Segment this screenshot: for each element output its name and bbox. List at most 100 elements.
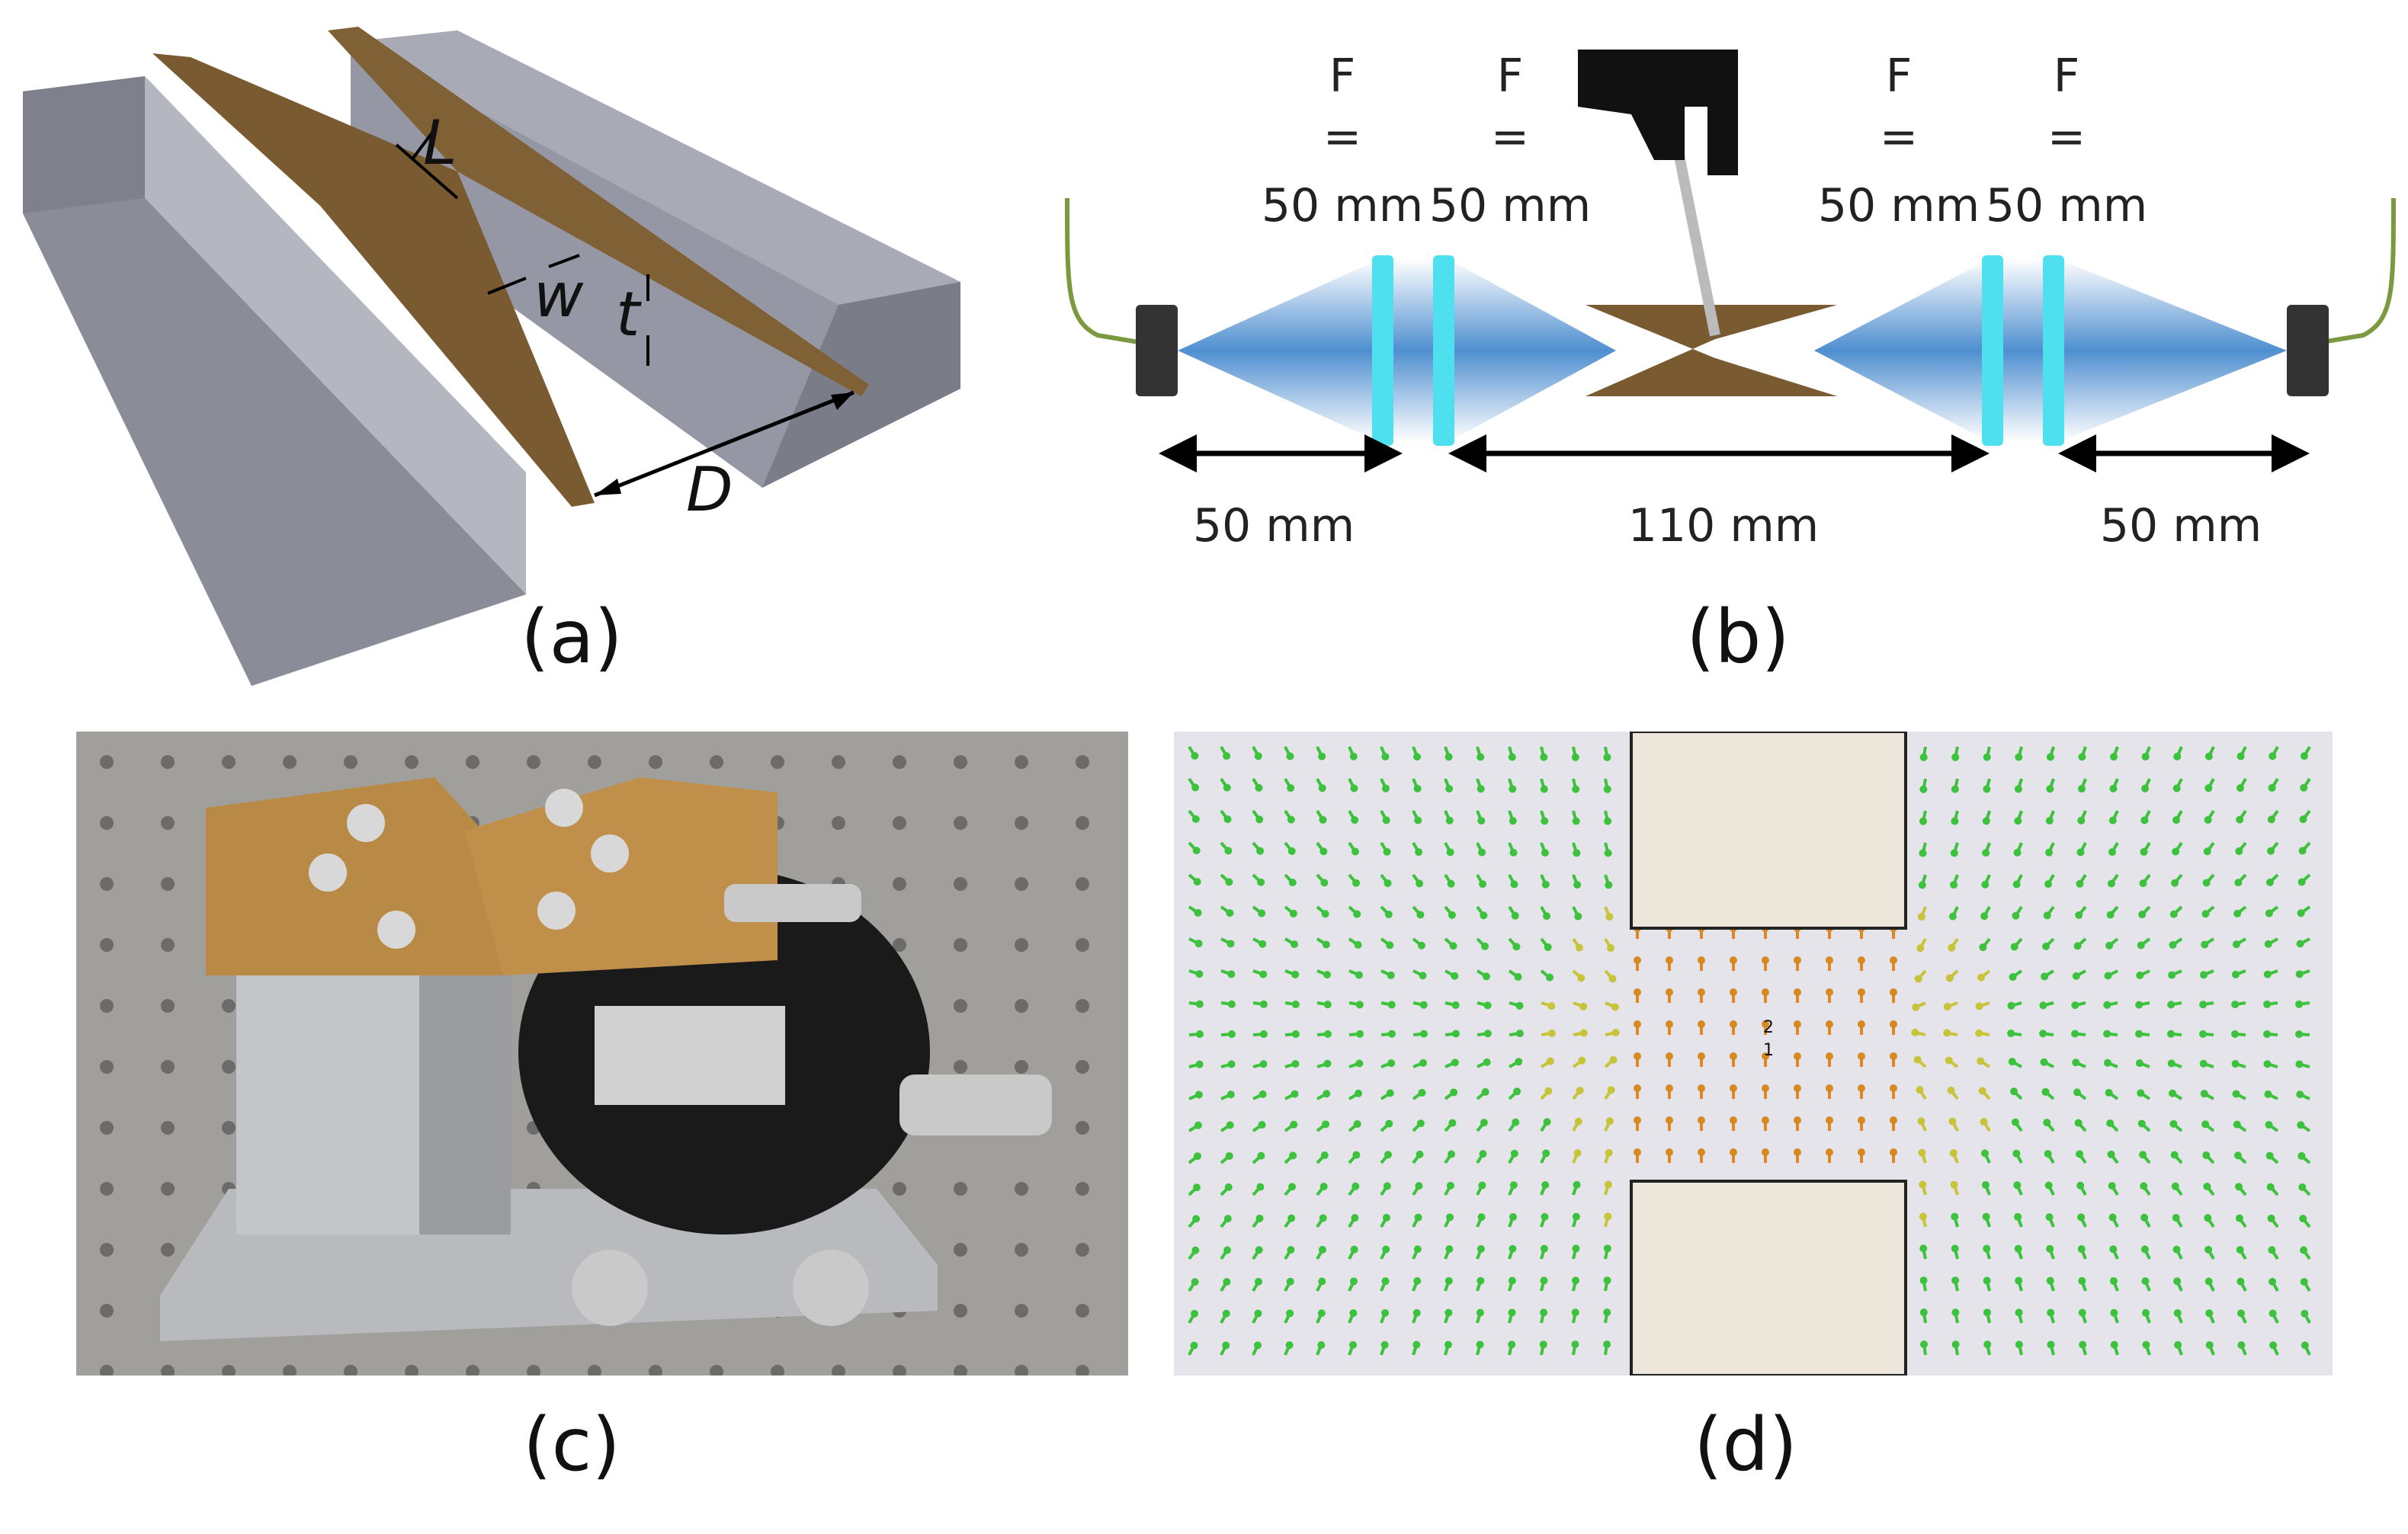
field-arrow-head	[1916, 1086, 1924, 1094]
label-L: L	[423, 107, 457, 178]
svg-text:F: F	[1886, 50, 1913, 103]
field-arrow-head	[1191, 1246, 1200, 1254]
field-arrow-head	[1540, 753, 1548, 761]
field-arrow-head	[1222, 1309, 1230, 1318]
distance-label-middle: 110 mm	[1628, 499, 1820, 552]
svg-text:F: F	[2054, 50, 2080, 103]
field-arrow-head	[1323, 1030, 1332, 1038]
field-arrow-head	[2045, 1213, 2054, 1222]
field-arrow-head	[1355, 1001, 1364, 1009]
field-arrow-head	[1259, 1060, 1268, 1068]
field-arrow-head	[2264, 940, 2272, 948]
field-arrow-head	[1515, 1030, 1524, 1038]
field-arrow-head	[1508, 1340, 1516, 1349]
field-arrow-head	[1349, 1309, 1358, 1318]
field-arrow-head	[1319, 1183, 1328, 1191]
field-arrow-head	[1258, 1121, 1266, 1129]
field-arrow-head	[1762, 956, 1769, 964]
field-arrow-head	[2045, 816, 2054, 825]
field-arrow-head	[2041, 972, 2049, 981]
field-arrow-head	[2108, 1213, 2117, 1222]
field-arrow-head	[1890, 1052, 1897, 1060]
optical-setup-diagram: F = 50 mm F = 50 mm F = 50 mm F = 50 mm	[1065, 50, 2396, 552]
field-arrow-head	[2169, 1089, 2177, 1097]
field-arrow-head	[1578, 1056, 1586, 1065]
field-arrow-head	[2236, 815, 2244, 824]
field-arrow-head	[2266, 1183, 2275, 1191]
field-arrow-head	[2167, 1030, 2176, 1038]
field-arrow-head	[1951, 785, 1959, 793]
field-arrow-head	[2039, 1001, 2047, 1010]
top-electrode	[1630, 732, 1907, 930]
field-arrow-head	[2172, 784, 2181, 793]
field-arrow-head	[1634, 1020, 1641, 1028]
field-arrow-head	[2263, 1060, 2272, 1068]
field-arrow-head	[1380, 1340, 1389, 1349]
field-arrow-head	[2236, 1246, 2244, 1254]
field-arrow-head	[2105, 1088, 2113, 1097]
field-arrow-head	[1322, 940, 1330, 949]
field-arrow-head	[2172, 1214, 2180, 1222]
field-arrow-head	[2076, 879, 2084, 888]
field-arrow-head	[2167, 1059, 2176, 1068]
label-w: w	[534, 260, 584, 331]
field-arrow-head	[1982, 1212, 1990, 1221]
field-arrow-head	[1574, 1117, 1582, 1126]
field-arrow-head	[1511, 911, 1519, 920]
field-arrow-head	[2263, 970, 2272, 978]
field-arrow-head	[2073, 942, 2082, 950]
field-arrow-head	[1574, 912, 1582, 921]
field-arrow-head	[2043, 1119, 2051, 1127]
field-arrow-head	[1193, 878, 1201, 886]
field-arrow-head	[2136, 971, 2144, 979]
field-arrow-head	[1546, 973, 1554, 982]
svg-text:50 mm: 50 mm	[1429, 179, 1591, 232]
field-arrow-head	[1890, 1020, 1897, 1028]
field-arrow-head	[1573, 1180, 1581, 1189]
field-arrow-head	[1603, 1308, 1611, 1317]
field-arrow-head	[1826, 956, 1833, 964]
field-arrow-head	[1291, 940, 1299, 949]
field-arrow-head	[2137, 941, 2145, 950]
field-arrow-head	[1319, 815, 1327, 824]
lens-1	[1372, 255, 1393, 446]
field-arrow-head	[1419, 972, 1427, 980]
field-arrow-head	[1386, 1089, 1394, 1097]
field-arrow-head	[1508, 753, 1516, 761]
field-arrow-head	[1383, 1182, 1391, 1190]
field-arrow-head	[2202, 1151, 2211, 1159]
field-arrow-head	[1354, 940, 1362, 949]
field-arrow-head	[1509, 1212, 1518, 1221]
field-arrow-head	[2297, 878, 2306, 886]
field-arrow-head	[1254, 1309, 1262, 1318]
field-arrow-head	[1195, 1060, 1204, 1068]
field-arrow-head	[1858, 1084, 1865, 1092]
field-arrow-head	[2078, 1276, 2086, 1285]
field-arrow-head	[2204, 1245, 2213, 1254]
field-arrow-head	[2076, 1181, 2085, 1190]
field-arrow-head	[1983, 1276, 1991, 1285]
field-arrow-head	[1975, 1029, 1983, 1037]
field-arrow-head	[2172, 1245, 2181, 1254]
field-arrow-head	[2140, 1182, 2148, 1190]
field-arrow-head	[1913, 1055, 1922, 1064]
field-arrow-head	[1950, 849, 1958, 857]
field-arrow-head	[1386, 941, 1394, 950]
field-arrow-head	[2205, 1341, 2214, 1350]
field-arrow-head	[1826, 1052, 1833, 1060]
field-arrow-head	[1416, 879, 1424, 888]
svg-text:=: =	[2047, 110, 2086, 164]
distance-arrow-right	[2058, 434, 2310, 472]
field-arrow-head	[1387, 971, 1395, 979]
field-arrow-head	[2010, 1087, 2018, 1096]
field-arrow-head	[1666, 1052, 1673, 1060]
field-arrow-head	[1483, 1030, 1492, 1038]
field-arrow-head	[2203, 847, 2211, 856]
field-arrow-head	[1350, 1245, 1358, 1254]
field-arrow-head	[2141, 1277, 2150, 1286]
field-arrow-head	[1223, 752, 1231, 761]
field-arrow-head	[1384, 879, 1392, 888]
field-arrow-head	[1318, 752, 1326, 761]
field-arrow-head	[2141, 1308, 2150, 1317]
antenna-bowtie	[1586, 305, 1837, 396]
